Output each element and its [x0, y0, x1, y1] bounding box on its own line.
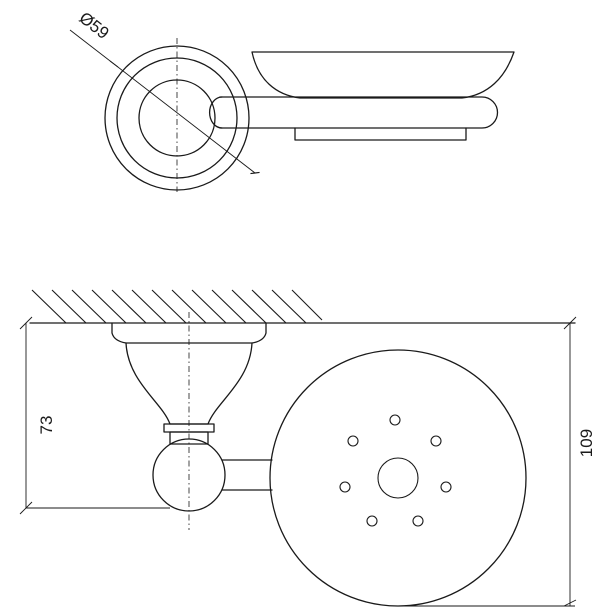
- front-view: 73 109: [19, 289, 596, 607]
- soap-dish-bowl-top-view: [251, 51, 515, 99]
- arm-collar: [209, 96, 223, 129]
- drain-hole-center: [377, 457, 419, 499]
- diameter-dimension-line: [69, 29, 260, 175]
- arm-top-view: [219, 96, 499, 129]
- wall-hatching: [31, 289, 323, 324]
- rosette-inner-circle: [138, 79, 216, 157]
- height-dimension-109: 109: [398, 316, 596, 607]
- drain-hole: [347, 435, 359, 447]
- diameter-arrow-start: [109, 60, 119, 68]
- diameter-dimension: Ø59: [69, 8, 260, 175]
- drain-hole: [412, 515, 424, 527]
- bracket-neck: [169, 431, 209, 445]
- top-view: Ø59: [69, 8, 515, 192]
- drain-hole: [430, 435, 442, 447]
- mounting-plate: [111, 322, 267, 344]
- arm-height-label: 73: [37, 416, 56, 435]
- total-height-label: 109: [577, 429, 596, 457]
- diameter-label: Ø59: [76, 8, 113, 43]
- bracket-ball: [152, 438, 226, 512]
- soap-dish-front-view: [269, 349, 527, 607]
- drain-hole: [366, 515, 378, 527]
- height-dimension-73: 73: [19, 316, 170, 515]
- drain-hole: [339, 481, 351, 493]
- drain-hole: [440, 481, 452, 493]
- drain-hole: [389, 414, 401, 426]
- dish-arm-front: [221, 459, 273, 491]
- soap-dish-tray-top-view: [294, 127, 467, 141]
